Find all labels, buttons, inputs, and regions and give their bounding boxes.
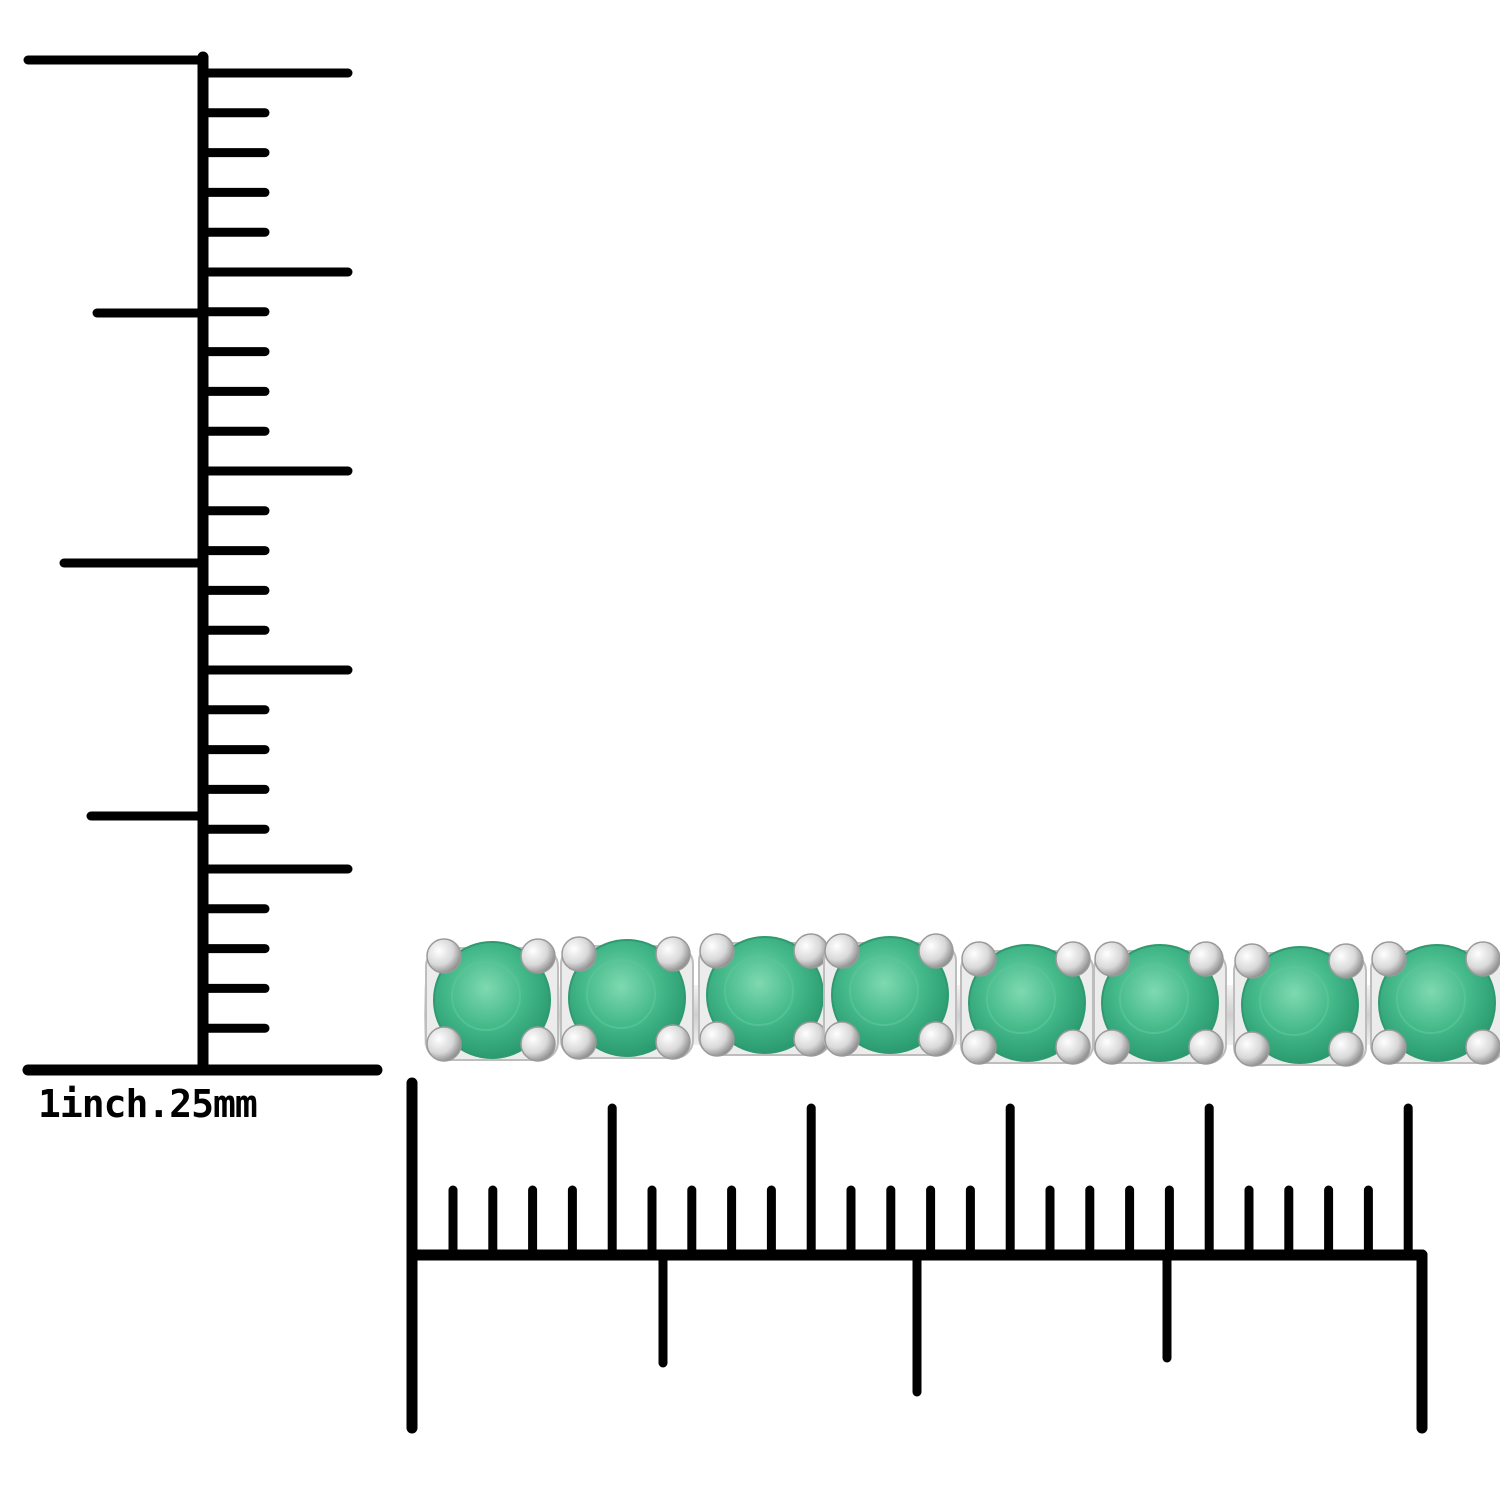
stone-facet — [849, 956, 919, 1026]
stone-setting — [560, 936, 694, 1060]
stone-facet — [724, 956, 794, 1026]
prong — [699, 933, 735, 969]
prong — [1328, 943, 1364, 979]
prong — [426, 1026, 462, 1062]
stone-facet — [451, 961, 521, 1031]
prong — [520, 1026, 556, 1062]
prong — [1465, 941, 1500, 977]
stone-setting — [823, 933, 957, 1057]
prong — [561, 936, 597, 972]
stone-setting — [960, 941, 1094, 1065]
stone-facet — [586, 959, 656, 1029]
prong — [1188, 941, 1224, 977]
prong — [824, 933, 860, 969]
stone-setting — [425, 938, 559, 1062]
emerald-tennis-bracelet — [424, 933, 1500, 1067]
stone-facet — [986, 964, 1056, 1034]
prong — [961, 1029, 997, 1065]
prong — [961, 941, 997, 977]
vertical-ruler — [22, 51, 383, 1076]
prong — [1094, 941, 1130, 977]
prong — [561, 1024, 597, 1060]
prong — [1188, 1029, 1224, 1065]
stone-facet — [1396, 964, 1466, 1034]
stone-setting — [1233, 943, 1367, 1067]
stone-setting — [698, 933, 832, 1057]
prong — [824, 1021, 860, 1057]
prong — [1234, 943, 1270, 979]
prong — [699, 1021, 735, 1057]
prong — [520, 938, 556, 974]
stone-setting — [1093, 941, 1227, 1065]
prong — [793, 1021, 829, 1057]
horizontal-ruler — [406, 1077, 1428, 1434]
stone-facet — [1259, 966, 1329, 1036]
prong — [793, 933, 829, 969]
prong — [655, 1024, 691, 1060]
prong — [1371, 941, 1407, 977]
prong — [426, 938, 462, 974]
stone-setting — [1370, 941, 1500, 1065]
prong — [1055, 941, 1091, 977]
prong — [918, 933, 954, 969]
prong — [918, 1021, 954, 1057]
prong — [1328, 1031, 1364, 1067]
prong — [1055, 1029, 1091, 1065]
prong — [1094, 1029, 1130, 1065]
prong — [655, 936, 691, 972]
stone-facet — [1119, 964, 1189, 1034]
prong — [1234, 1031, 1270, 1067]
prong — [1465, 1029, 1500, 1065]
scale-label: 1inch.25mm — [38, 1082, 258, 1126]
prong — [1371, 1029, 1407, 1065]
